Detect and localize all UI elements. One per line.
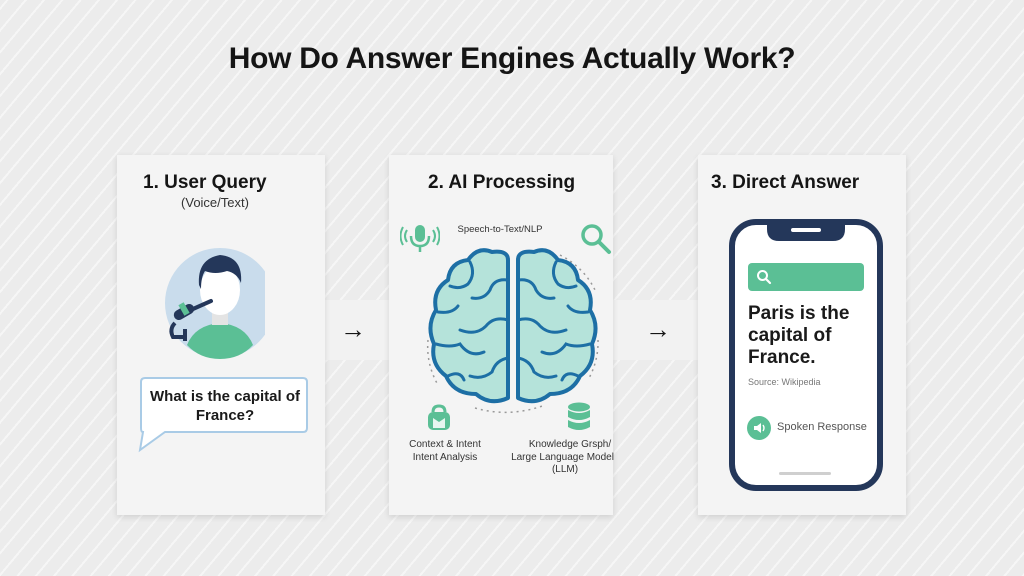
voice-mic-icon	[400, 225, 440, 252]
brain-icon	[426, 248, 599, 414]
arrow-1: →	[340, 314, 366, 344]
knowledge-label-line1: Knowledge Grsph/	[528, 439, 612, 450]
answer-text: Paris is the capital of France.	[748, 303, 850, 368]
step3-title: 3. Direct Answer	[711, 172, 860, 193]
step2-title: 2. AI Processing	[428, 172, 576, 193]
answer-source: Source: Wikipedia	[748, 377, 821, 387]
step1-subtitle: (Voice/Text)	[181, 195, 249, 210]
connector-band-1	[320, 300, 400, 360]
search-icon	[757, 270, 772, 285]
user-avatar-icon	[165, 248, 265, 359]
speaker-button[interactable]	[747, 416, 771, 440]
speaker-icon	[754, 423, 765, 433]
arrow-2: →	[645, 314, 671, 344]
context-label-line2: Intent Analysis	[412, 452, 478, 463]
spoken-response-label: Spoken Response	[777, 421, 867, 433]
knowledge-label-line2: Large Language Model	[511, 452, 614, 463]
knowledge-label-line3: (LLM)	[551, 464, 579, 475]
answer-search-bar[interactable]	[748, 263, 864, 291]
step1-title: 1. User Query	[143, 172, 267, 193]
connector-band-2	[610, 300, 710, 360]
user-question: What is the capital of France?	[150, 388, 301, 424]
page-title: How Do Answer Engines Actually Work?	[228, 42, 796, 75]
context-label-line1: Context & Intent	[409, 439, 481, 450]
search-icon	[581, 224, 611, 254]
microphone-icon	[169, 302, 195, 341]
database-icon	[568, 402, 590, 430]
speech-to-text-label: Speech-to-Text/NLP	[457, 224, 543, 235]
context-icon	[428, 404, 450, 430]
speech-bubble-icon	[138, 377, 308, 453]
